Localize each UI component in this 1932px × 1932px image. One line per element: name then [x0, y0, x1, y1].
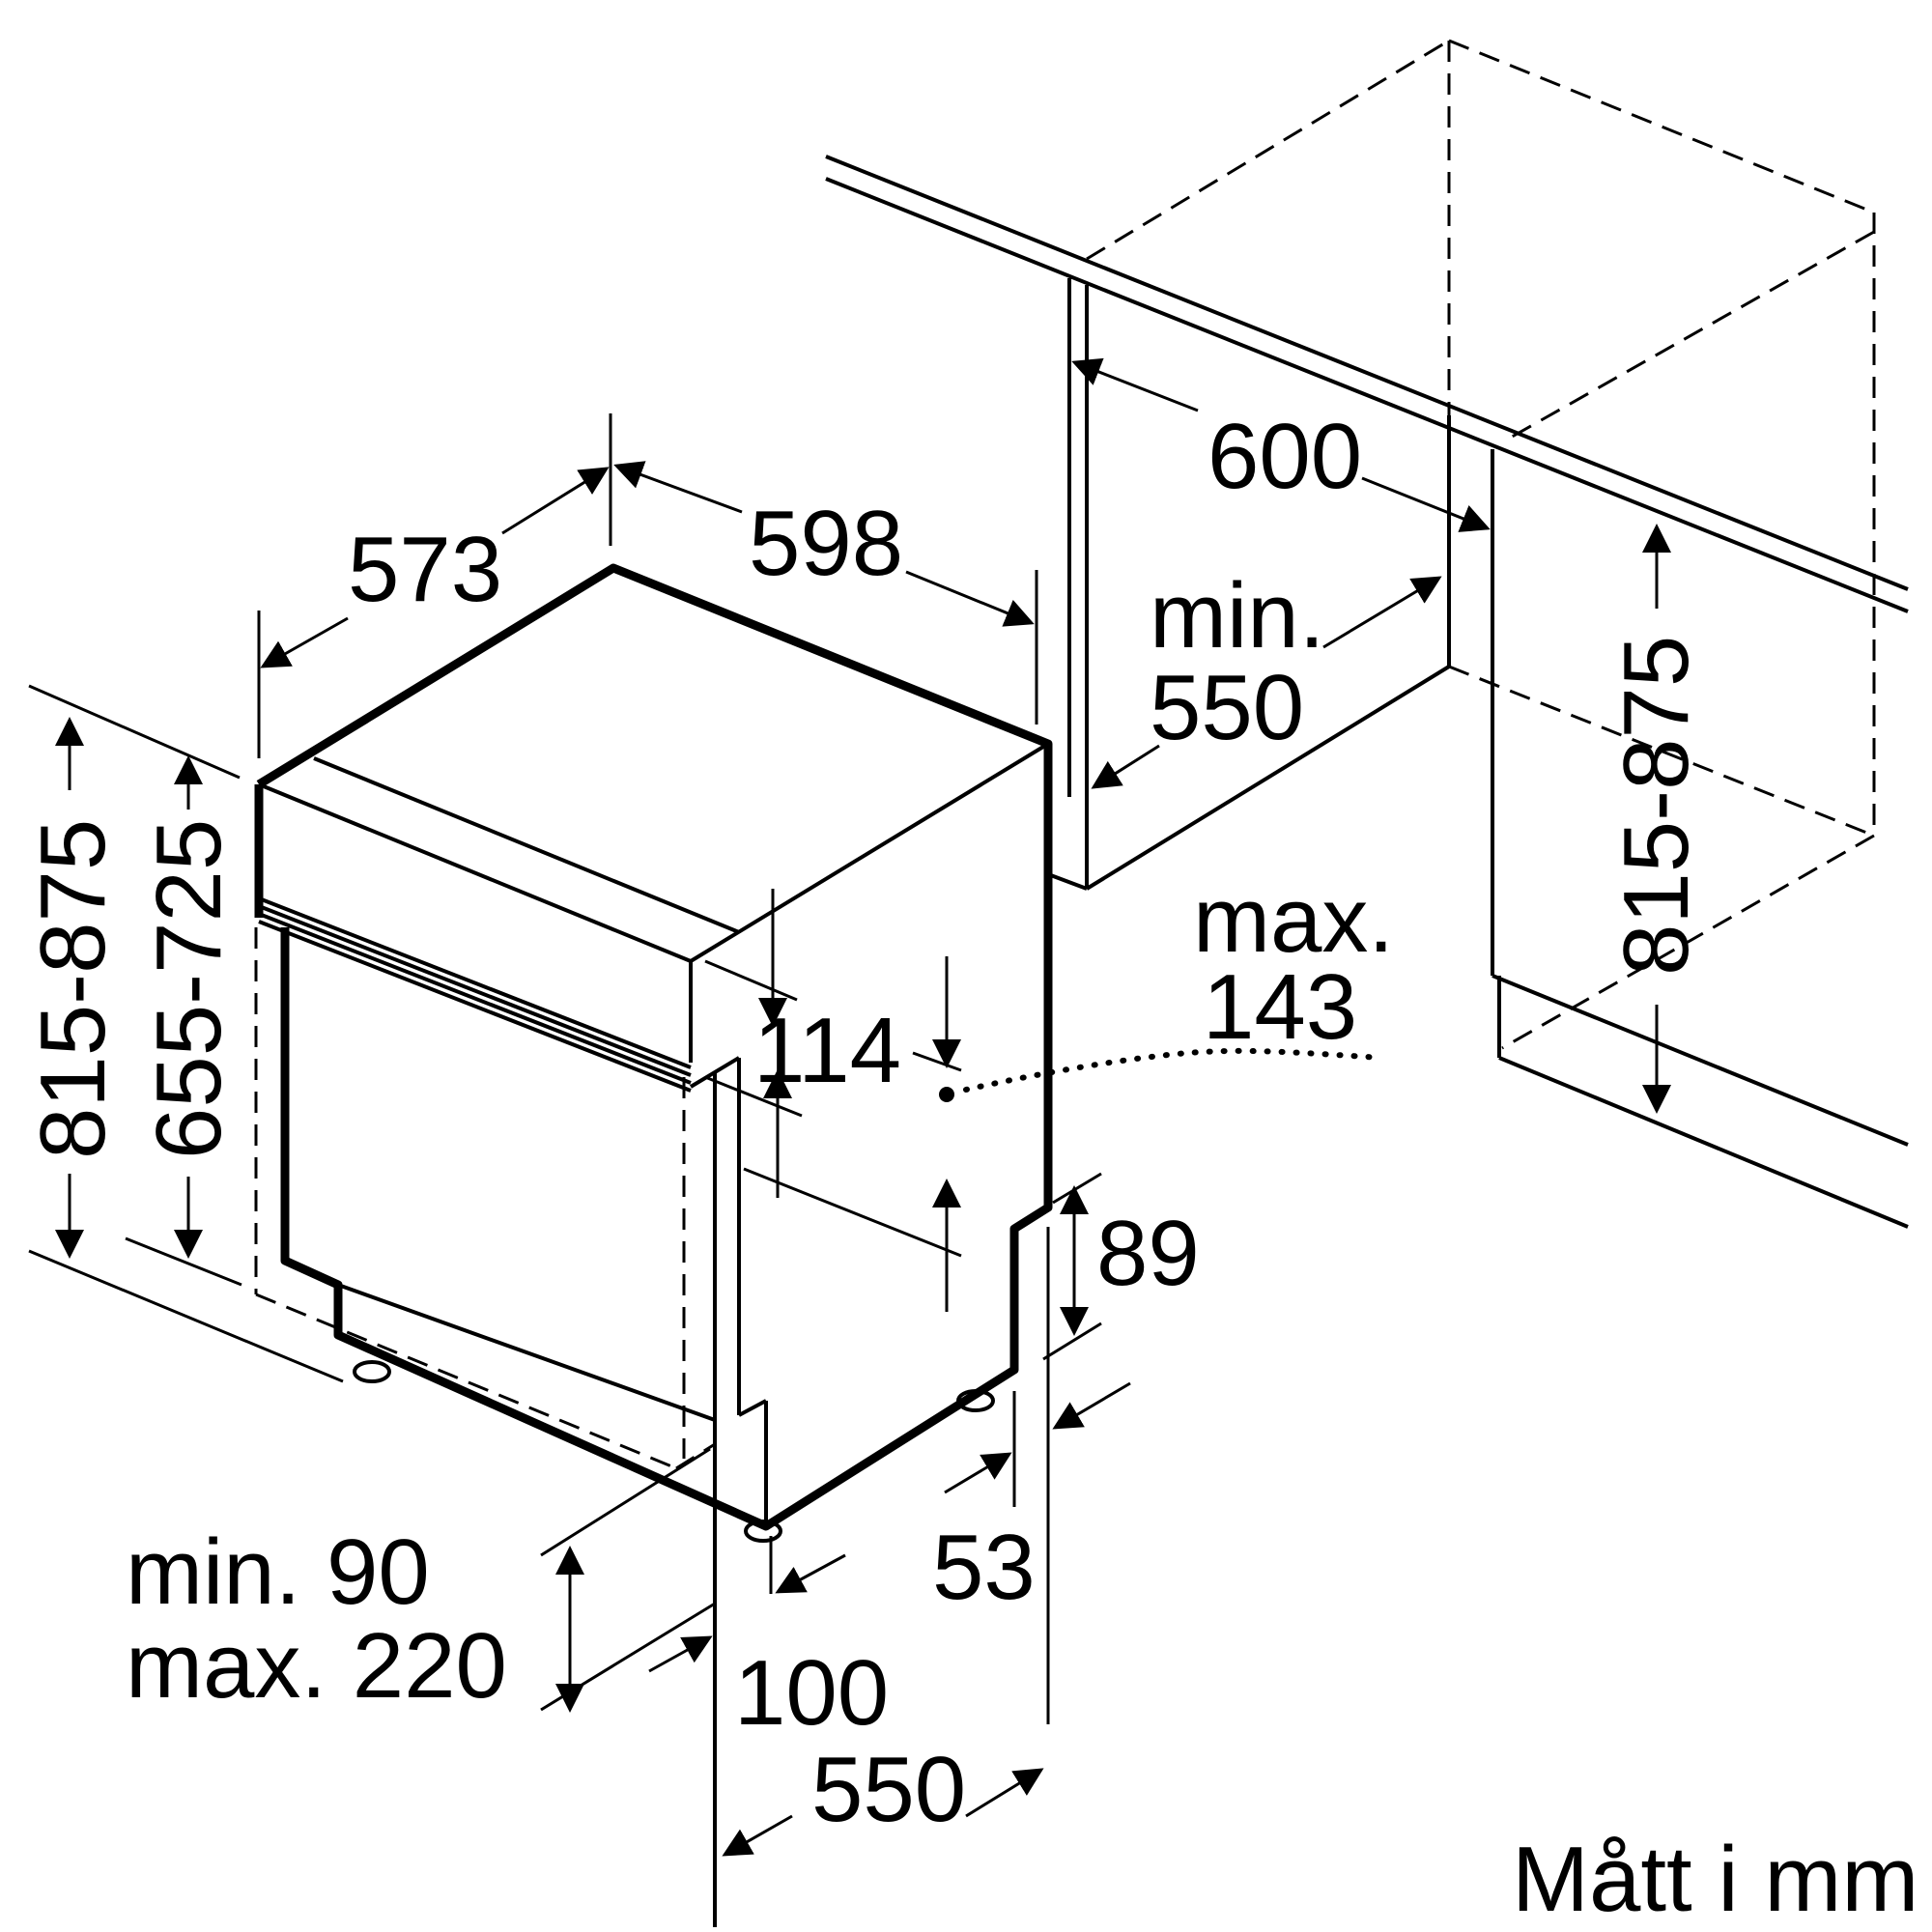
dishwasher-dashed-base: [254, 927, 716, 1470]
label-573: 573: [348, 518, 502, 621]
label-max-220: max. 220: [126, 1614, 507, 1718]
label-max-143: 143: [1203, 955, 1357, 1059]
dishwasher-body: [254, 563, 1053, 1927]
label-598: 598: [749, 492, 903, 595]
label-min: min.: [1150, 564, 1324, 668]
label-815-875-left: 815-875: [21, 819, 125, 1159]
label-100: 100: [734, 1641, 889, 1745]
label-550-depth: 550: [811, 1738, 966, 1841]
feet: [353, 1360, 995, 1543]
label-655-725: 655-725: [137, 819, 241, 1159]
label-53: 53: [932, 1516, 1036, 1619]
label-114: 114: [753, 999, 901, 1102]
niche-walls: [1047, 278, 1909, 1229]
label-89: 89: [1096, 1202, 1200, 1305]
units-note: Mått i mm: [1512, 1828, 1918, 1931]
countertop: [825, 155, 1909, 613]
label-max: max.: [1193, 868, 1394, 972]
label-815-875-right: 815-875: [1605, 636, 1708, 976]
label-600: 600: [1208, 405, 1362, 508]
label-min-90: min. 90: [126, 1520, 430, 1624]
label-min-550: 550: [1150, 656, 1304, 759]
cabinet-outline-dashed: [1086, 39, 1876, 1050]
dim-lines: [28, 357, 1671, 1857]
